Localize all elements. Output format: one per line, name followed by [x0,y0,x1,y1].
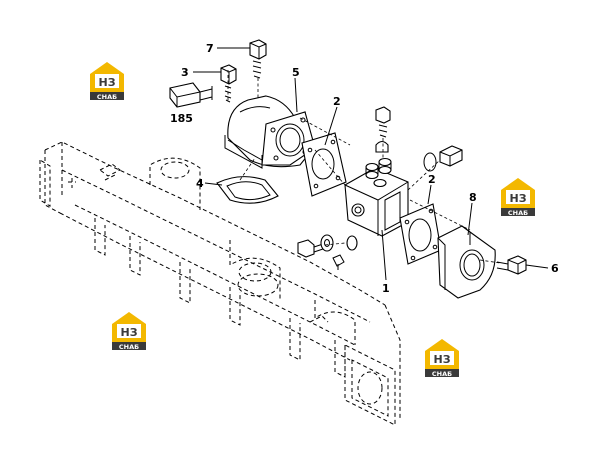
callout-3: 3 [181,66,189,79]
part-2-gasket-left [301,132,347,197]
part-6-bolt [496,255,527,275]
callout-6: 6 [551,262,559,275]
watermark-logo: НЗ СНАБ [425,339,459,378]
logo-letters: НЗ [120,326,137,339]
callout-2-left: 2 [333,95,341,108]
watermark-logo: НЗ СНАБ [112,312,146,351]
part-1-housing [344,157,409,237]
part-4-gasket [216,176,279,204]
callout-7: 7 [206,42,214,55]
logo-word: СНАБ [119,343,139,351]
part-8-outlet [437,225,496,299]
callout-leaders [193,47,549,281]
callout-8: 8 [469,191,477,204]
logo-word: СНАБ [97,93,117,101]
watermark-logo: НЗ СНАБ [90,62,124,101]
assembly-lines [227,70,501,264]
logo-word: СНАБ [508,209,528,217]
callout-185: 185 [170,112,193,125]
fittings [297,106,463,270]
part-3-bolt [220,64,237,103]
logo-letters: НЗ [98,76,115,89]
logo-letters: НЗ [509,192,526,205]
callout-labels: 7 3 185 5 2 4 2 8 1 6 [170,42,559,295]
callout-2-right: 2 [428,173,436,186]
logo-letters: НЗ [433,353,450,366]
callout-1: 1 [382,282,390,295]
exhaust-manifold [39,141,401,426]
callout-5: 5 [292,66,300,79]
part-7-bolt [249,39,267,79]
logo-word: СНАБ [432,370,452,378]
callout-4: 4 [196,177,204,190]
part-185-sensor [169,82,213,108]
part-5-elbow [224,95,316,169]
watermark-logo: НЗ СНАБ [501,178,535,217]
